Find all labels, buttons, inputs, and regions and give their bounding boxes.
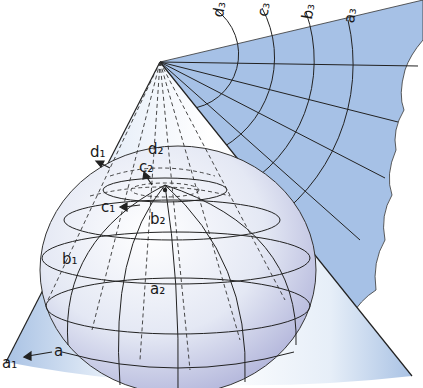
point-label: d₂ bbox=[148, 142, 164, 157]
point-label: c₃ bbox=[256, 1, 273, 18]
point-label: a₁ bbox=[2, 356, 17, 371]
point-label: a bbox=[54, 344, 63, 359]
point-label: b₂ bbox=[150, 212, 166, 227]
point-label: a₃ bbox=[342, 7, 359, 25]
point-label: d₁ bbox=[90, 145, 106, 160]
point-label: b₁ bbox=[62, 252, 78, 267]
point-label: d₃ bbox=[211, 1, 228, 19]
point-label: c₂ bbox=[139, 160, 153, 175]
point-label: c₁ bbox=[101, 200, 115, 215]
point-label: b₃ bbox=[300, 3, 317, 21]
point-label: a₂ bbox=[150, 282, 165, 297]
